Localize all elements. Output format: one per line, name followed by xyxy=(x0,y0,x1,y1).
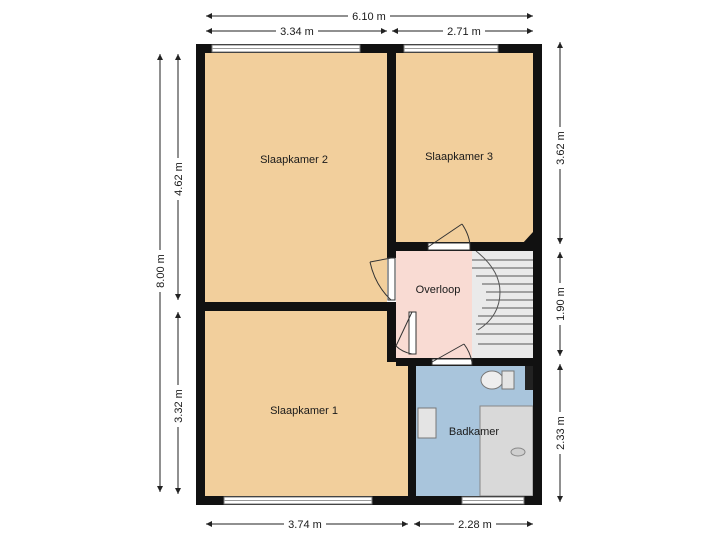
dimensions-bottom: 3.74 m 2.28 m xyxy=(206,517,533,531)
room-slaapkamer-1[interactable] xyxy=(205,311,408,497)
label-slaapkamer-3: Slaapkamer 3 xyxy=(425,151,493,163)
room-slaapkamer-3[interactable] xyxy=(396,52,533,243)
dim-right-middle: 1.90 m xyxy=(555,287,567,321)
dim-bottom-left: 3.74 m xyxy=(288,519,322,531)
dim-right-top: 3.62 m xyxy=(555,131,567,165)
label-slaapkamer-1: Slaapkamer 1 xyxy=(270,405,338,417)
dimensions-top: 6.10 m 3.34 m 2.71 m xyxy=(206,9,533,38)
dim-top-total: 6.10 m xyxy=(352,11,386,23)
sink-icon xyxy=(417,407,437,439)
dim-bottom-right: 2.28 m xyxy=(458,519,492,531)
dimensions-right: 3.62 m 1.90 m 2.33 m xyxy=(553,42,567,502)
room-overloop[interactable] xyxy=(396,251,472,358)
dim-right-bottom: 2.33 m xyxy=(555,416,567,450)
room-slaapkamer-2[interactable] xyxy=(205,52,387,302)
windows xyxy=(211,44,525,505)
dim-top-left: 3.34 m xyxy=(280,26,314,38)
bath-fixtures xyxy=(417,366,534,497)
staircase xyxy=(472,250,533,358)
label-badkamer: Badkamer xyxy=(449,426,499,438)
dim-left-total: 8.00 m xyxy=(155,254,167,288)
dimensions-left: 8.00 m 4.62 m 3.32 m xyxy=(153,54,185,494)
dim-left-top: 4.62 m xyxy=(173,162,185,196)
toilet-icon xyxy=(480,370,504,390)
label-slaapkamer-2: Slaapkamer 2 xyxy=(260,154,328,166)
label-overloop: Overloop xyxy=(416,284,461,296)
doors xyxy=(369,223,473,366)
dim-top-right: 2.71 m xyxy=(447,26,481,38)
dim-left-bottom: 3.32 m xyxy=(173,389,185,423)
